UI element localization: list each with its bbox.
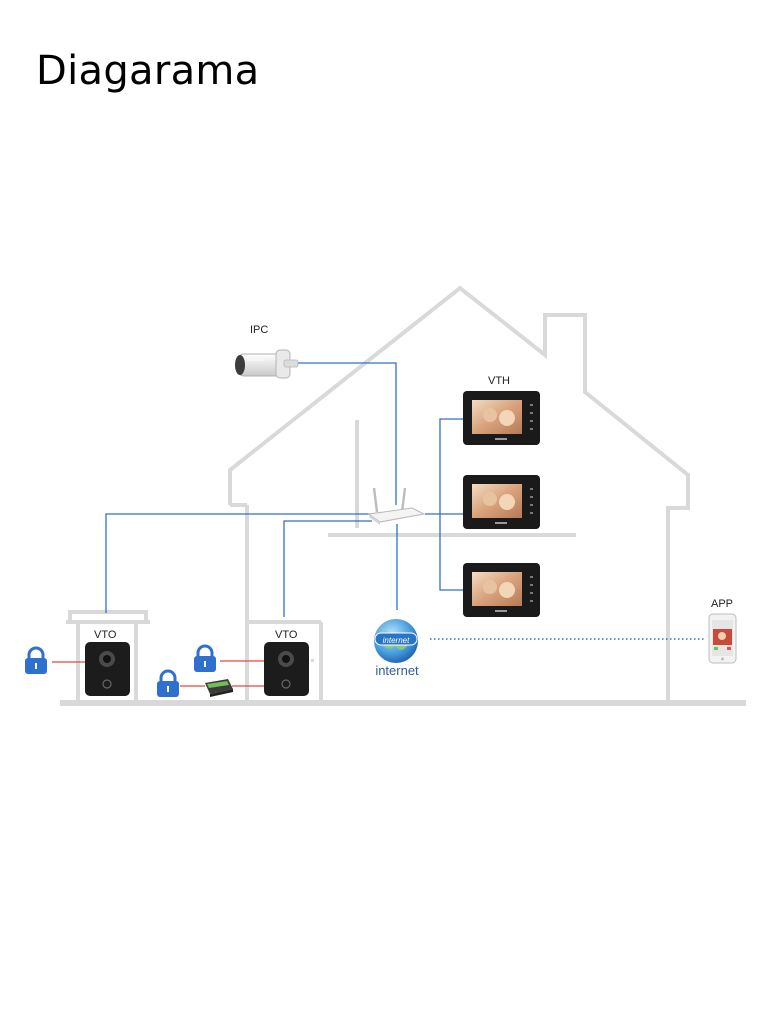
house-outline — [60, 285, 746, 706]
lock-icon — [194, 644, 216, 672]
door-station-icon — [85, 642, 130, 696]
lock-links — [52, 660, 264, 687]
link-ipc-router — [297, 362, 397, 505]
vto-left-label: VTO — [94, 629, 117, 641]
internet-label: internet — [375, 663, 419, 678]
page-title: Diagarama — [36, 48, 260, 94]
link-vto-right-router — [283, 520, 372, 617]
door-station-icon — [264, 642, 309, 696]
internet-badge-text: internet — [383, 636, 410, 645]
router-icon — [367, 487, 426, 525]
app-label: APP — [711, 598, 733, 610]
monitor-icon — [463, 563, 540, 617]
vth-label: VTH — [488, 375, 510, 387]
camera-icon — [235, 349, 299, 379]
ipc-label: IPC — [250, 324, 268, 336]
monitor-icon — [463, 475, 540, 529]
controller-icon — [205, 679, 233, 697]
link-vto-left-router — [105, 513, 372, 613]
phone-icon — [708, 613, 737, 664]
monitor-icon — [463, 391, 540, 445]
globe-icon — [374, 619, 418, 663]
link-vth-bus — [439, 418, 463, 591]
vto-right-label: VTO — [275, 629, 298, 641]
lock-icon — [25, 646, 47, 674]
lock-icon — [157, 669, 179, 697]
network-links — [105, 362, 463, 617]
